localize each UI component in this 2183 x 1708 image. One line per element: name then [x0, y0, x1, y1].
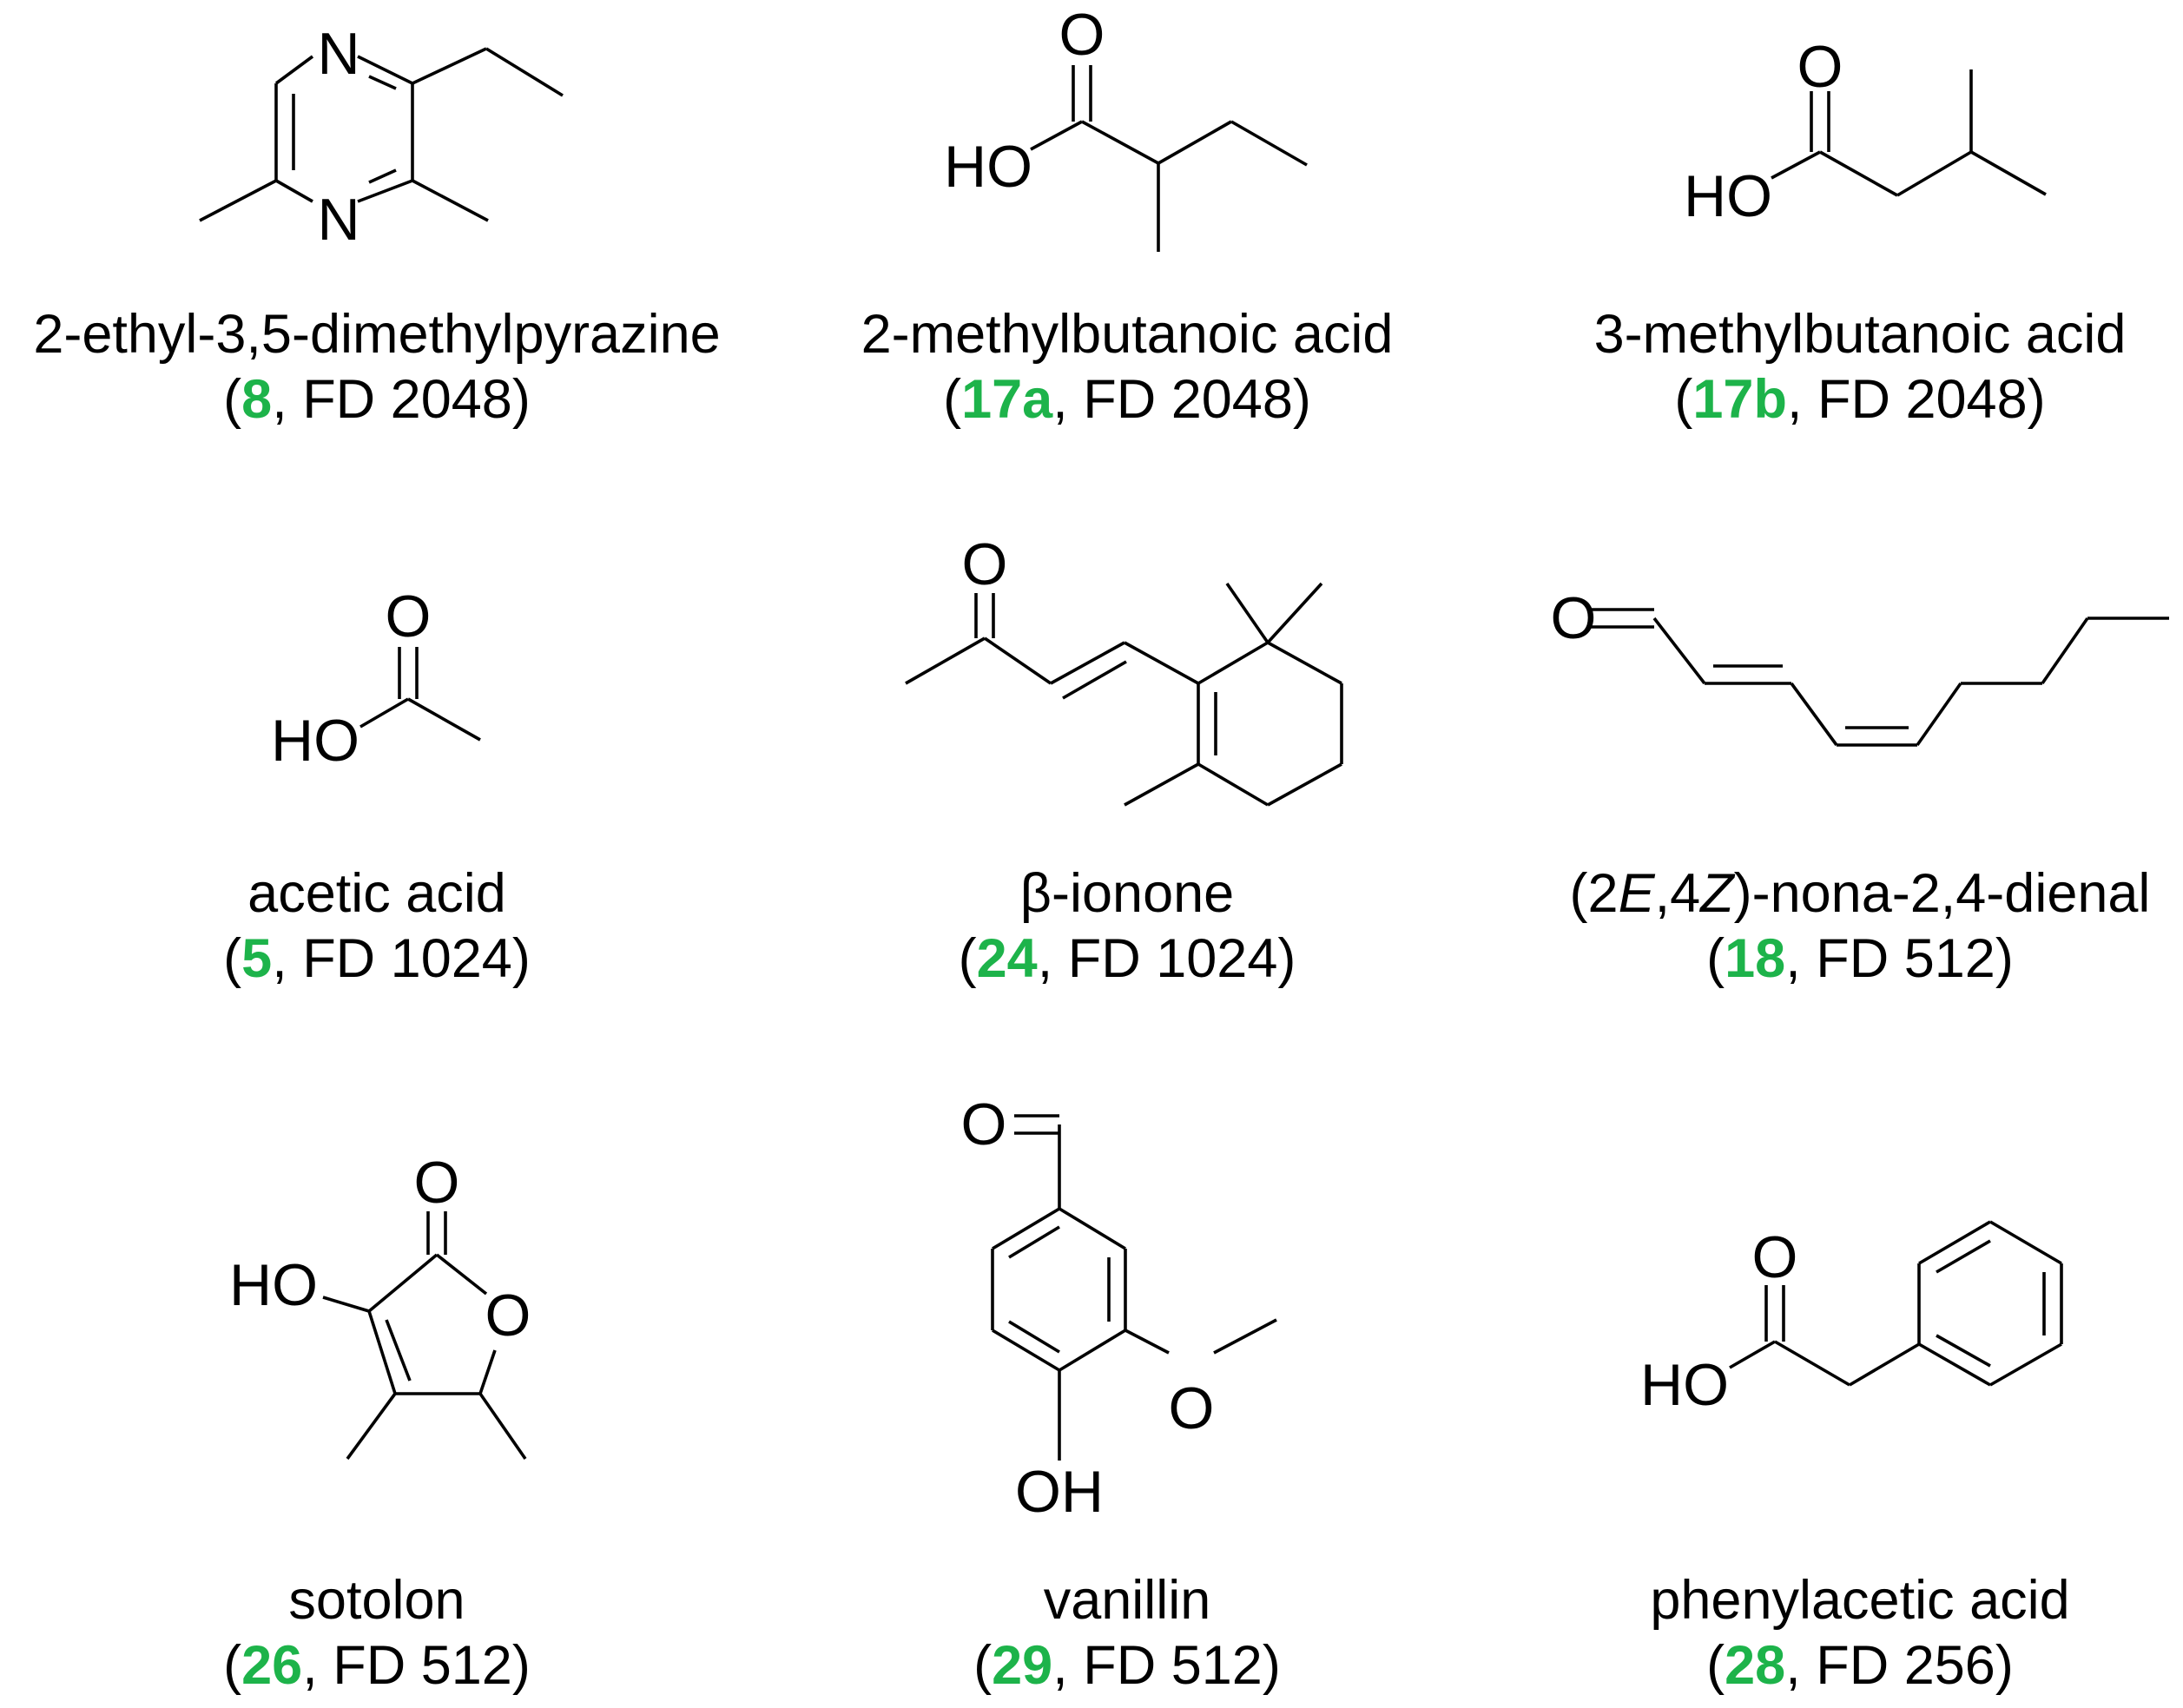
bonds	[991, 1114, 1277, 1461]
compound-id-line: (28, FD 256)	[1706, 1635, 2014, 1696]
atom-label: OH	[1015, 1459, 1104, 1525]
compound-number: 28	[1725, 1635, 1786, 1696]
compound-id-line: (29, FD 512)	[973, 1635, 1281, 1696]
caption-compound-17b: 3-methylbutanoic acid (17b, FD 2048)	[1469, 302, 2183, 432]
fd-value: FD 1024	[302, 928, 512, 989]
caption-compound-17a: 2-methylbutanoic acid (17a, FD 2048)	[736, 302, 1518, 432]
atom-label: O	[1551, 585, 1597, 651]
atom-label: O	[1797, 34, 1843, 100]
fd-value: FD 2048	[1083, 369, 1293, 430]
structure-beta-ionone: O	[905, 531, 1343, 807]
compound-number: 17a	[961, 369, 1053, 430]
bonds	[359, 647, 481, 742]
compound-name: acetic acid	[247, 863, 506, 924]
compound-name: 3-methylbutanoic acid	[1593, 304, 2127, 365]
compound-id-line: (5, FD 1024)	[223, 928, 531, 989]
structure-3-methylbutanoic-acid: O HO	[1684, 34, 2047, 229]
atom-label: O	[962, 531, 1008, 597]
atom-label: O	[961, 1091, 1007, 1157]
caption-compound-18: (2E,4Z)-nona-2,4-dienal (18, FD 512)	[1469, 861, 2183, 992]
compound-number: 8	[241, 369, 273, 430]
compound-id-line: (26, FD 512)	[223, 1635, 531, 1696]
caption-compound-29: vanillin (29, FD 512)	[736, 1568, 1518, 1698]
bonds	[1771, 69, 2047, 197]
atom-label: N	[317, 21, 359, 87]
compound-name: 2-methylbutanoic acid	[861, 304, 1394, 365]
structure-vanillin: O O OH	[961, 1091, 1277, 1525]
atom-label: HO	[1684, 163, 1772, 229]
compound-name: vanillin	[1043, 1570, 1211, 1631]
compound-id-line: (17b, FD 2048)	[1674, 369, 2046, 430]
structure-nona-2-4-dienal: O	[1551, 585, 2169, 747]
compound-number: 24	[976, 928, 1038, 989]
structure-phenylacetic-acid: O HO	[1640, 1220, 2063, 1418]
compound-name: 2-ethyl-3,5-dimethylpyrazine	[33, 304, 721, 365]
atom-label: O	[414, 1150, 460, 1216]
fd-value: FD 2048	[302, 369, 512, 430]
caption-compound-5: acetic acid (5, FD 1024)	[0, 861, 768, 992]
fd-value: FD 2048	[1817, 369, 2028, 430]
atom-label: N	[317, 187, 359, 253]
caption-compound-26: sotolon (26, FD 512)	[0, 1568, 768, 1698]
compound-number: 29	[992, 1635, 1053, 1696]
structure-acetic-acid: O HO	[271, 584, 481, 774]
atom-label: O	[1169, 1375, 1215, 1441]
compound-name: β-ionone	[1019, 863, 1235, 924]
compound-id-line: (24, FD 1024)	[958, 928, 1296, 989]
fd-value: FD 1024	[1067, 928, 1278, 989]
atom-label: O	[485, 1283, 531, 1349]
atom-label: HO	[229, 1252, 318, 1318]
bonds	[1030, 65, 1308, 252]
structure-2-methylbutanoic-acid: O HO	[944, 2, 1308, 252]
structure-sotolon: O HO O	[229, 1150, 531, 1461]
compound-id-line: (18, FD 512)	[1706, 928, 2014, 989]
caption-compound-8: 2-ethyl-3,5-dimethylpyrazine (8, FD 2048…	[0, 302, 768, 432]
compound-number: 26	[241, 1635, 303, 1696]
compound-number: 17b	[1692, 369, 1787, 430]
bonds	[199, 47, 564, 222]
atom-label: O	[1752, 1224, 1798, 1290]
bonds	[1587, 608, 2169, 747]
compound-name: phenylacetic acid	[1650, 1570, 2070, 1631]
caption-compound-24: β-ionone (24, FD 1024)	[736, 861, 1518, 992]
fd-value: FD 512	[1083, 1635, 1263, 1696]
compound-name: (2E,4Z)-nona-2,4-dienal	[1569, 863, 2151, 924]
fd-value: FD 256	[1816, 1635, 1995, 1696]
compound-number: 18	[1725, 928, 1786, 989]
fd-value: FD 512	[1816, 928, 1995, 989]
atom-label: O	[1059, 2, 1105, 68]
atom-label: HO	[1640, 1352, 1729, 1418]
bonds	[1729, 1220, 2063, 1387]
caption-compound-28: phenylacetic acid (28, FD 256)	[1469, 1568, 2183, 1698]
bonds	[322, 1211, 527, 1461]
compound-name: sotolon	[288, 1570, 465, 1631]
compound-id-line: (17a, FD 2048)	[943, 369, 1311, 430]
atom-label: O	[386, 584, 432, 650]
compound-id-line: (8, FD 2048)	[223, 369, 531, 430]
compound-number: 5	[241, 928, 273, 989]
atom-label: HO	[271, 708, 359, 774]
atom-label: HO	[944, 134, 1032, 200]
structure-2-ethyl-3-5-dimethylpyrazine: N N	[199, 21, 564, 253]
bonds	[905, 582, 1343, 807]
fd-value: FD 512	[333, 1635, 512, 1696]
